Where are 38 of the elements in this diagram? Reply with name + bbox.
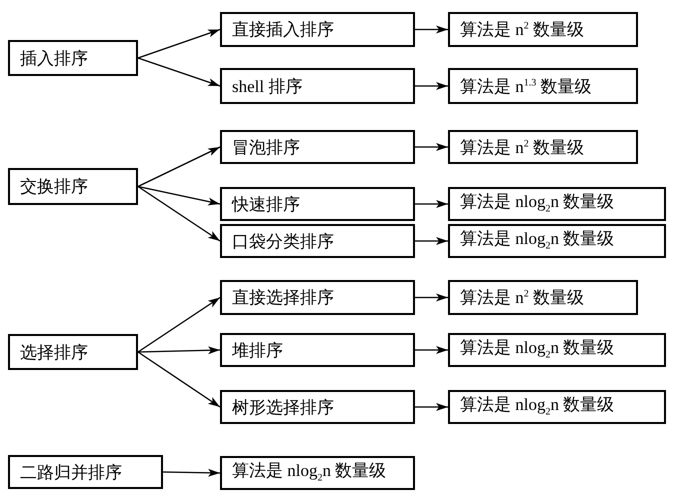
arrow: [138, 186, 220, 206]
process-box: 冒泡排序: [220, 130, 415, 164]
process-box: 直接插入排序: [220, 12, 415, 47]
result-box: 算法是 n$^{2}$ 数量级: [448, 280, 638, 315]
arrow: [138, 186, 220, 242]
arrow: [138, 57, 220, 87]
result-box: 算法是 nlog$_{2}$n 数量级: [448, 187, 666, 221]
result-box: 算法是 nlog$_{2}$n 数量级: [448, 390, 666, 424]
arrow: [138, 28, 220, 59]
arrow: [138, 146, 220, 188]
process-box: 快速排序: [220, 187, 415, 221]
result-box: 算法是 n$^{2}$ 数量级: [448, 12, 638, 47]
arrow: [415, 82, 448, 90]
process-box: shell 排序: [220, 68, 415, 104]
arrow: [415, 143, 448, 151]
arrow: [162, 468, 220, 477]
process-box: 直接选择排序: [220, 280, 415, 315]
arrow: [415, 403, 448, 411]
arrow: [415, 237, 448, 245]
process-box: 插入排序: [8, 40, 138, 76]
result-box: 算法是 n$^{1.3}$ 数量级: [448, 68, 638, 104]
arrow: [138, 346, 220, 354]
process-box: 选择排序: [8, 334, 138, 370]
process-box: 口袋分类排序: [220, 224, 415, 258]
arrow: [415, 294, 448, 302]
arrow: [415, 346, 448, 354]
process-box: 堆排序: [220, 333, 415, 367]
process-box: 树形选择排序: [220, 390, 415, 424]
result-box: 算法是 n$^{2}$ 数量级: [448, 130, 638, 164]
process-box: 二路归并排序: [8, 455, 163, 489]
arrow: [415, 200, 448, 208]
arrow: [138, 351, 220, 408]
process-box: 交换排序: [8, 168, 138, 205]
arrow: [415, 26, 448, 34]
result-box: 算法是 nlog$_{2}$n 数量级: [448, 224, 666, 258]
result-box: 算法是 nlog$_{2}$n 数量级: [220, 456, 415, 490]
arrow: [138, 296, 220, 353]
result-box: 算法是 nlog$_{2}$n 数量级: [448, 333, 666, 367]
